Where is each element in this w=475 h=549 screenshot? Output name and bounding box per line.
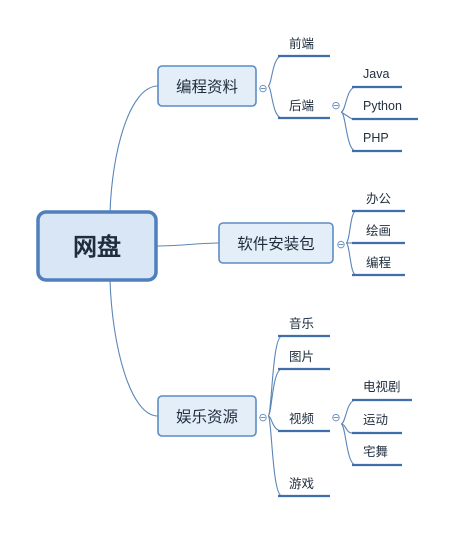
connector-line — [340, 423, 357, 466]
topic-video[interactable]: 视频 — [278, 411, 330, 433]
branch-label: 软件安装包 — [237, 235, 315, 253]
collapse-toggle-backend[interactable]: ⊖ — [331, 99, 340, 112]
branch-label: 编程资料 — [176, 78, 238, 96]
collapse-toggle-software[interactable]: ⊖ — [336, 238, 345, 251]
collapse-toggle-video[interactable]: ⊖ — [331, 411, 340, 424]
topic-backend[interactable]: 后端 — [278, 98, 330, 120]
topic-label: 电视剧 — [363, 379, 401, 394]
topic-games[interactable]: 游戏 — [278, 476, 330, 498]
connector-line — [155, 242, 220, 247]
connector-line — [267, 55, 283, 87]
branch-box — [157, 395, 257, 437]
topic-label: 绘画 — [366, 223, 391, 238]
topic-label: Java — [363, 67, 389, 81]
connector-line — [267, 85, 283, 119]
topic-sports[interactable]: 运动 — [352, 412, 402, 435]
connector-line — [109, 85, 159, 214]
root-box — [36, 210, 158, 282]
connector-line — [340, 399, 357, 425]
topic-label: Python — [363, 99, 402, 113]
topic-frontend[interactable]: 前端 — [278, 36, 330, 58]
topic-java[interactable]: Java — [352, 67, 402, 89]
topic-music[interactable]: 音乐 — [278, 316, 330, 338]
topic-label: 前端 — [289, 36, 314, 51]
topic-label: PHP — [363, 131, 389, 145]
branch-node-entertainment[interactable]: 娱乐资源 — [157, 395, 257, 437]
connector-line — [340, 111, 357, 152]
root-label: 网盘 — [73, 233, 121, 261]
topic-label: 办公 — [366, 191, 392, 206]
collapse-toggle-programming[interactable]: ⊖ — [258, 82, 267, 95]
topic-tv-series[interactable]: 电视剧 — [352, 379, 412, 402]
branch-box — [157, 65, 257, 107]
branch-node-software[interactable]: 软件安装包 — [218, 222, 334, 264]
connector-line — [267, 415, 283, 497]
branch-box — [218, 222, 334, 264]
topic-label: 编程 — [366, 255, 392, 270]
topic-label: 音乐 — [289, 316, 314, 331]
topic-label: 图片 — [289, 349, 314, 364]
topic-programming-tools[interactable]: 编程 — [352, 255, 405, 277]
topic-label: 游戏 — [289, 476, 314, 491]
connector-line — [267, 335, 283, 417]
connector-line — [345, 242, 357, 276]
branch-node-programming[interactable]: 编程资料 — [157, 65, 257, 107]
connector-line — [109, 279, 159, 417]
topic-office[interactable]: 办公 — [352, 191, 405, 213]
root-node[interactable]: 网盘 — [36, 210, 158, 282]
topic-drawing[interactable]: 绘画 — [352, 223, 405, 245]
topic-label: 宅舞 — [363, 444, 388, 459]
topic-label: 运动 — [363, 412, 388, 427]
topic-label: 视频 — [289, 411, 315, 426]
collapse-toggle-entertainment[interactable]: ⊖ — [258, 411, 267, 424]
connector-line — [340, 86, 357, 113]
topic-php[interactable]: PHP — [352, 131, 402, 153]
branch-label: 娱乐资源 — [176, 408, 238, 426]
topic-label: 后端 — [289, 98, 314, 113]
topic-pictures[interactable]: 图片 — [278, 349, 330, 371]
connector-line — [267, 368, 283, 417]
connector-line — [345, 210, 357, 244]
topic-python[interactable]: Python — [352, 99, 418, 121]
connector-line — [340, 111, 353, 120]
topic-otaku-dance[interactable]: 宅舞 — [352, 444, 402, 467]
